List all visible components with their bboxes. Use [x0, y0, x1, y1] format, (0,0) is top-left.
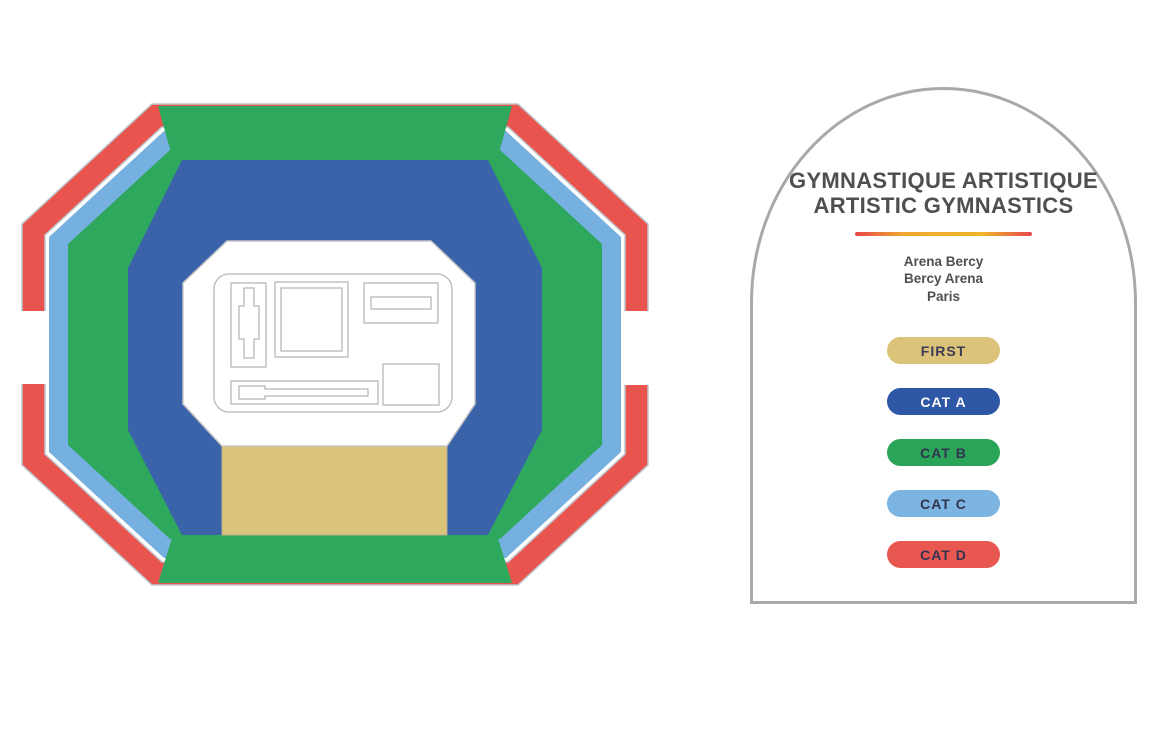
ring-cat-d-band: [21, 103, 649, 586]
info-card: GYMNASTIQUE ARTISTIQUE ARTISTIC GYMNASTI…: [750, 87, 1137, 604]
apparatus-bars: [370, 296, 432, 310]
apparatus-floor-inner: [280, 287, 343, 352]
legend-badge-cat-a: CAT A: [887, 388, 1000, 416]
legend-badge-cat-c: CAT C: [887, 490, 1000, 518]
venue-city: Paris: [926, 288, 961, 304]
cat-d-right-notch: [622, 311, 657, 385]
legend-badge-cat-d: CAT D: [887, 541, 1000, 569]
ring-cat-d: [14, 103, 657, 586]
legend-badge-cat-c-label: CAT C: [920, 495, 967, 512]
apparatus-pommel-horse: [238, 287, 260, 359]
apparatus-vault-zone: [230, 380, 379, 405]
venue-name-en: Bercy Arena: [903, 271, 984, 287]
legend-badge-cat-b: CAT B: [887, 439, 1000, 467]
field-of-play: [182, 240, 476, 447]
section-first: [221, 439, 448, 536]
cat-d-left-notch: [14, 311, 48, 384]
event-title-en: ARTISTIC GYMNASTICS: [813, 193, 1074, 219]
venue-name-fr: Arena Bercy: [903, 253, 984, 269]
apparatus-bars-zone: [363, 282, 439, 324]
apparatus-pommel-zone: [230, 282, 267, 368]
apparatus-area-outline: [213, 273, 453, 413]
legend-badge-cat-a-label: CAT A: [920, 393, 967, 410]
divider-line: [855, 232, 1032, 236]
ring-cat-b-top-band: [158, 106, 512, 160]
apparatus-beam-zone: [382, 363, 440, 406]
ring-cat-b-bottom-band: [158, 535, 512, 583]
apparatus-vault-runway: [238, 385, 369, 400]
apparatus-floor-outer: [274, 281, 349, 358]
legend: FIRST CAT A CAT B CAT C CAT D: [753, 337, 1134, 569]
legend-badge-first: FIRST: [887, 337, 1000, 365]
legend-badge-cat-d-label: CAT D: [920, 546, 967, 563]
event-title-fr: GYMNASTIQUE ARTISTIQUE: [789, 168, 1098, 193]
legend-badge-cat-b-label: CAT B: [920, 444, 967, 461]
field-apparatus: [213, 273, 453, 413]
venue-block: Arena Bercy Bercy Arena Paris: [753, 253, 1134, 306]
legend-badge-first-label: FIRST: [920, 342, 967, 359]
